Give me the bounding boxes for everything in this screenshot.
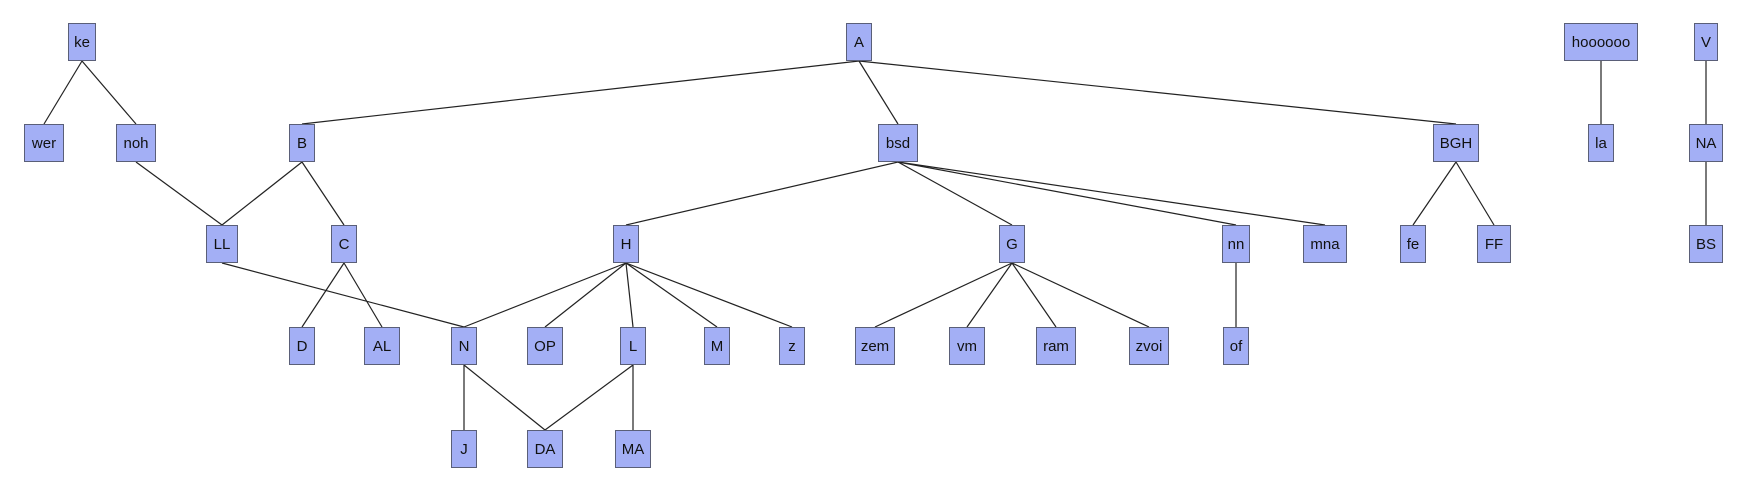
edge-bsd-H [625, 161, 899, 226]
node-ke: ke [68, 23, 96, 61]
edge-BGH-fe [1412, 161, 1457, 226]
edge-bsd-nn [897, 161, 1237, 226]
node-zvoi: zvoi [1129, 327, 1169, 365]
edge-H-M [625, 262, 718, 328]
node-FF: FF [1477, 225, 1511, 263]
node-A: A [846, 23, 872, 61]
node-V: V [1694, 23, 1718, 61]
node-wer: wer [24, 124, 64, 162]
edge-G-zvoi [1011, 262, 1150, 328]
node-J: J [451, 430, 477, 468]
edge-noh-LL [135, 161, 223, 226]
edge-C-AL [343, 262, 383, 328]
edge-bsd-G [897, 161, 1013, 226]
node-DA: DA [527, 430, 563, 468]
node-D: D [289, 327, 315, 365]
node-of: of [1223, 327, 1249, 365]
edge-C-D [301, 262, 345, 328]
node-BS: BS [1689, 225, 1723, 263]
node-hoooooo: hoooooo [1564, 23, 1638, 61]
edge-A-bsd [858, 60, 899, 125]
edge-B-C [301, 161, 345, 226]
edge-A-BGH [858, 60, 1457, 125]
node-zem: zem [855, 327, 895, 365]
edge-LL-N [221, 262, 465, 328]
edge-A-B [301, 60, 860, 125]
node-LL: LL [206, 225, 238, 263]
node-vm: vm [949, 327, 985, 365]
node-OP: OP [527, 327, 563, 365]
edge-H-L [625, 262, 634, 328]
node-ram: ram [1036, 327, 1076, 365]
node-NA: NA [1689, 124, 1723, 162]
edge-BGH-FF [1455, 161, 1495, 226]
node-noh: noh [116, 124, 156, 162]
node-z: z [779, 327, 805, 365]
node-bsd: bsd [878, 124, 918, 162]
node-nn: nn [1222, 225, 1250, 263]
edge-G-zem [874, 262, 1013, 328]
edge-bsd-mna [897, 161, 1326, 226]
edge-ke-noh [81, 60, 137, 125]
node-B: B [289, 124, 315, 162]
node-M: M [704, 327, 730, 365]
node-L: L [620, 327, 646, 365]
edge-H-OP [544, 262, 627, 328]
edge-H-z [625, 262, 793, 328]
node-H: H [613, 225, 639, 263]
node-BGH: BGH [1433, 124, 1479, 162]
node-G: G [999, 225, 1025, 263]
edge-L-DA [544, 364, 634, 431]
edge-N-DA [463, 364, 546, 431]
node-N: N [451, 327, 477, 365]
node-AL: AL [364, 327, 400, 365]
edge-ke-wer [43, 60, 83, 125]
edge-G-ram [1011, 262, 1057, 328]
node-mna: mna [1303, 225, 1347, 263]
edge-B-LL [221, 161, 303, 226]
edge-G-vm [966, 262, 1013, 328]
node-la: la [1588, 124, 1614, 162]
node-C: C [331, 225, 357, 263]
node-MA: MA [615, 430, 651, 468]
edge-H-N [463, 262, 627, 328]
node-fe: fe [1400, 225, 1426, 263]
